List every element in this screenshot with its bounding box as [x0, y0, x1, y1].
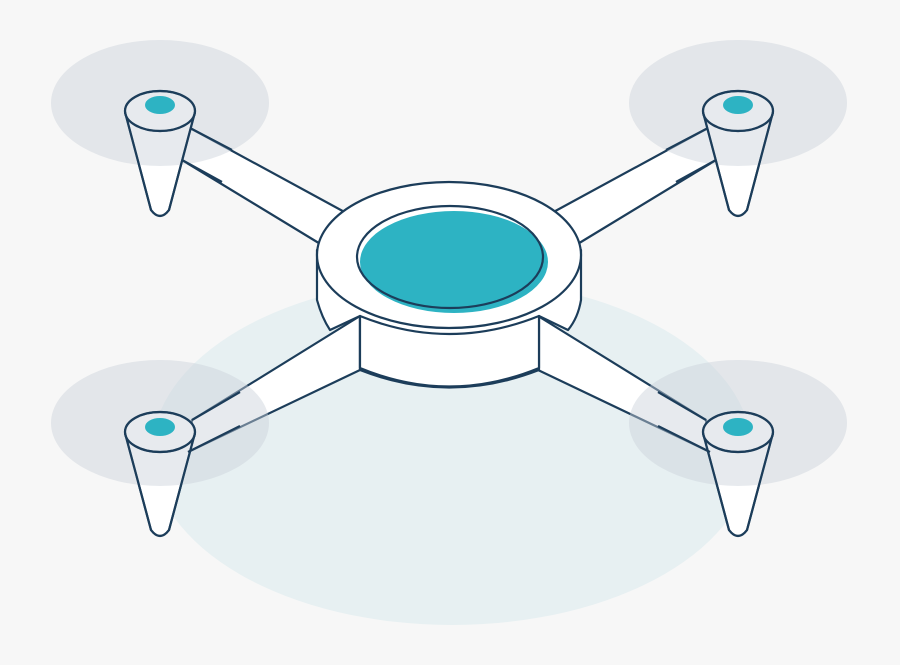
hub-lower-cylinder [358, 314, 541, 388]
hub-cap-outline [355, 204, 545, 310]
hub-cap-accent [360, 211, 548, 313]
motor-dot-top-right [723, 96, 753, 114]
motor-dot-top-left [145, 96, 175, 114]
motor-dot-bottom-right [723, 418, 753, 436]
motor-dot-bottom-left [145, 418, 175, 436]
